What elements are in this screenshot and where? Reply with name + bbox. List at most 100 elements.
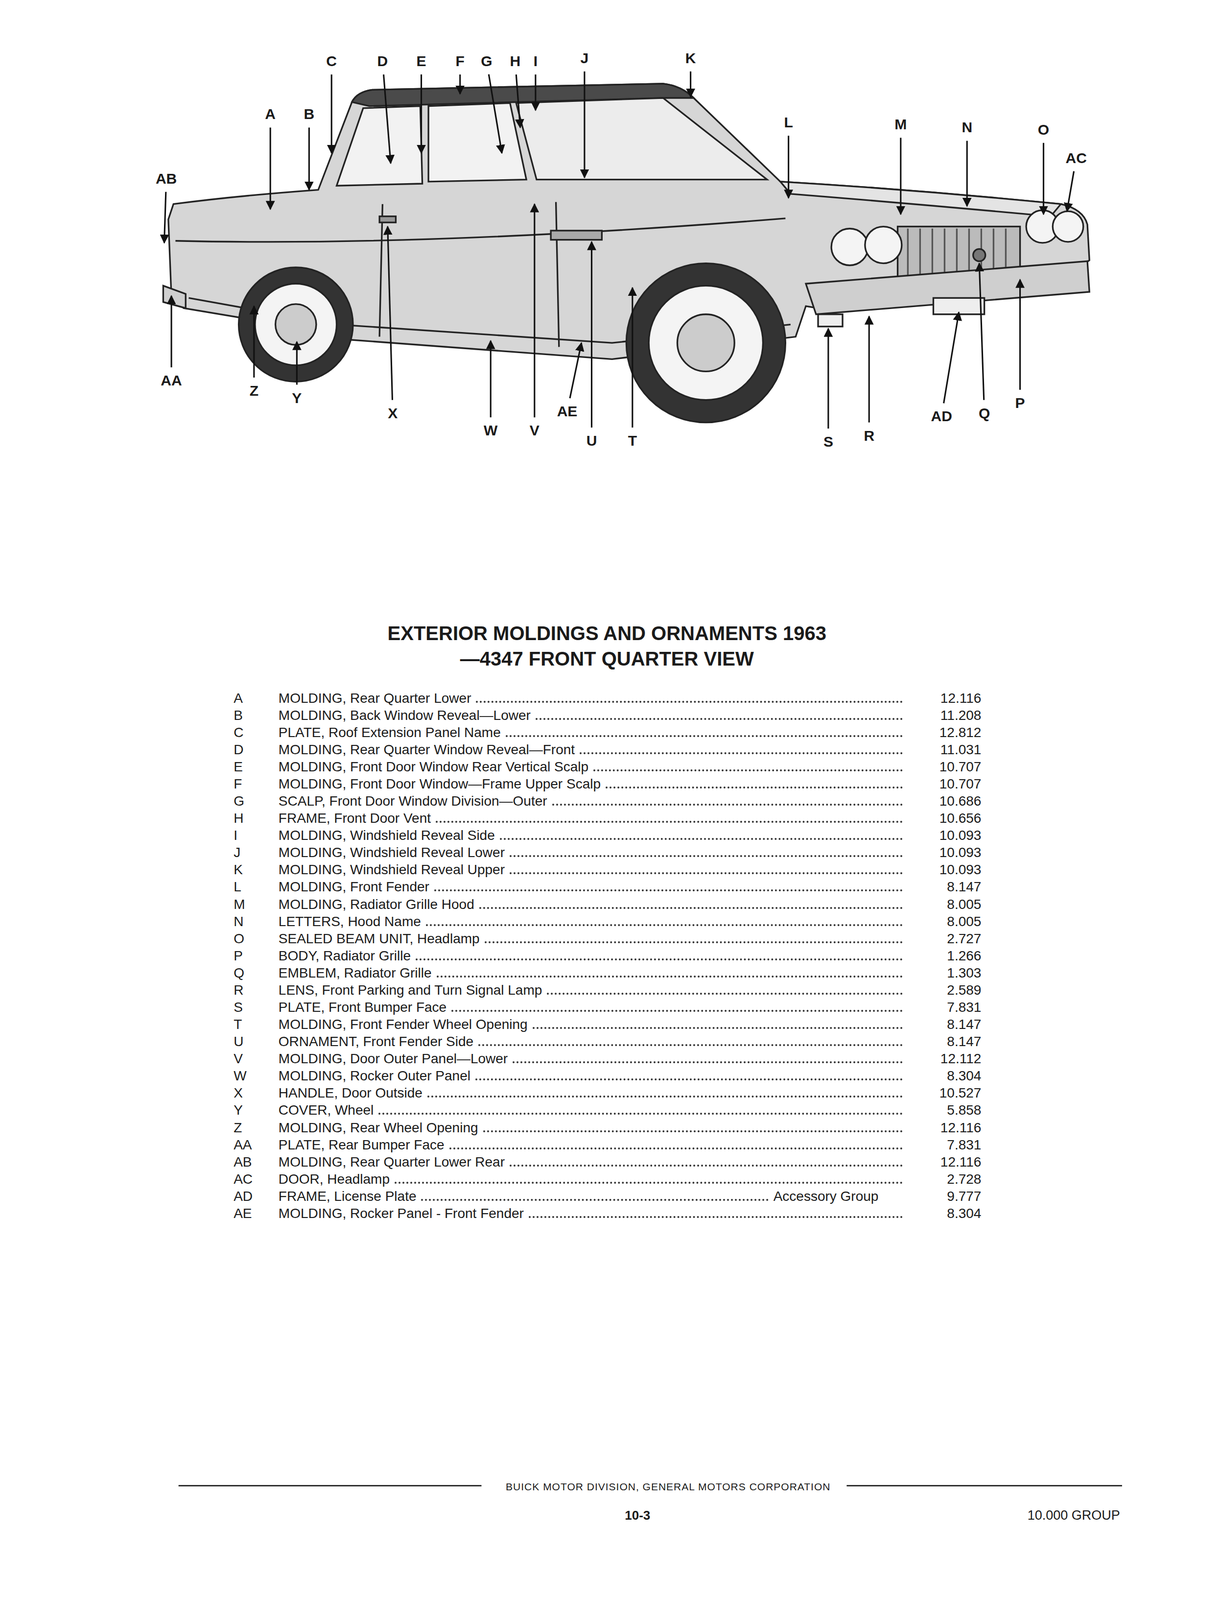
- rear-hubcap: [275, 304, 317, 345]
- dot-leader: [479, 906, 904, 909]
- part-description: MOLDING, Rear Quarter Lower Rear: [278, 1152, 505, 1171]
- callout-letter: O: [1037, 121, 1050, 138]
- dot-leader: [509, 1164, 903, 1167]
- callout-letter: AC: [1065, 150, 1087, 166]
- group-number: 7.831: [907, 1135, 982, 1153]
- dot-leader: [434, 889, 904, 892]
- dot-leader: [535, 717, 904, 720]
- group-number: 2.728: [907, 1170, 982, 1188]
- dot-leader: [509, 854, 903, 857]
- callout-letter: S: [823, 433, 834, 450]
- leader-arrow: [533, 204, 536, 418]
- item-letter: Z: [233, 1118, 242, 1136]
- rear-quarter-window: [336, 106, 423, 187]
- group-number: 9.777: [907, 1187, 982, 1205]
- leader-arrow: [689, 71, 692, 97]
- item-letter: I: [233, 826, 238, 844]
- table-row: PLATE, Front Bumper Face 7.831: [278, 998, 982, 1016]
- group-number: 8.005: [907, 912, 982, 930]
- group-number: 11.031: [907, 740, 982, 758]
- item-letter: AA: [233, 1135, 252, 1153]
- callout-letter: U: [586, 432, 598, 449]
- table-row: LETTERS, Hood Name8.005: [278, 912, 982, 930]
- dot-leader: [605, 786, 903, 789]
- table-row: MOLDING, Windshield Reveal Upper10.093: [278, 860, 982, 878]
- leader-arrow: [269, 127, 272, 210]
- part-description: MOLDING, Windshield Reveal Lower: [278, 843, 505, 861]
- leader-arrow: [868, 316, 870, 423]
- headlamp: [865, 226, 902, 264]
- part-description: PLATE, Front Bumper Face: [278, 998, 447, 1016]
- item-letter: V: [233, 1049, 243, 1067]
- part-description: MOLDING, Front Door Window—Frame Upper S…: [278, 774, 601, 793]
- callout-letter: AB: [155, 170, 177, 187]
- license-frame: [933, 297, 985, 314]
- dot-leader: [546, 992, 903, 995]
- leader-arrow: [170, 295, 173, 368]
- leader-arrow: [516, 74, 520, 128]
- table-row: SCALP, Front Door Window Division—Outer1…: [278, 792, 982, 810]
- part-description: SEALED BEAM UNIT, Headlamp: [278, 929, 480, 947]
- group-number: 8.304: [907, 1204, 982, 1222]
- leader-arrow: [979, 263, 984, 400]
- hood: [780, 181, 1061, 217]
- part-description: DOOR, Headlamp: [278, 1170, 390, 1188]
- item-letter: AE: [233, 1204, 252, 1222]
- leader-arrow: [387, 226, 393, 400]
- rear-tire: [238, 267, 353, 382]
- table-row: MOLDING, Windshield Reveal Lower10.093: [278, 843, 982, 861]
- body-outline: [168, 83, 1090, 360]
- table-row: MOLDING, Front Fender8.147: [278, 877, 982, 895]
- leader-arrow: [308, 127, 310, 190]
- footer-text: BUICK MOTOR DIVISION, GENERAL MOTORS COR…: [505, 1480, 831, 1493]
- callout-letter: B: [303, 106, 315, 122]
- item-letter: Y: [233, 1101, 243, 1119]
- item-letter: B: [233, 706, 243, 724]
- callout-letter: Z: [249, 382, 259, 399]
- dot-leader: [475, 1078, 903, 1080]
- item-letter: L: [233, 877, 242, 895]
- table-row: LENS, Front Parking and Turn Signal Lamp…: [278, 981, 982, 999]
- dot-leader: [552, 803, 904, 806]
- callout-letter: E: [416, 53, 427, 70]
- callout-letter: V: [529, 422, 540, 439]
- part-description: EMBLEM, Radiator Grille: [278, 963, 432, 982]
- group-number: 2.589: [907, 981, 982, 999]
- car-body: [163, 83, 1090, 423]
- group-number: 1.266: [907, 946, 982, 964]
- leader-arrow: [827, 328, 829, 429]
- group-number: 7.831: [907, 998, 982, 1016]
- callout-letter: K: [685, 50, 697, 67]
- door-handle: [379, 216, 396, 223]
- door-window: [428, 102, 527, 182]
- page-number: 10-3: [624, 1507, 651, 1523]
- group-number: 12.812: [907, 723, 982, 741]
- leader-arrow: [569, 342, 582, 399]
- leader-arrow: [1066, 171, 1074, 212]
- dot-leader: [451, 1009, 903, 1012]
- dot-leader: [499, 837, 904, 840]
- table-row: PLATE, Rear Bumper Face7.831: [278, 1135, 982, 1153]
- group-number: 10.707: [907, 757, 982, 775]
- item-letter: W: [233, 1066, 247, 1084]
- leader-arrow: [330, 74, 333, 153]
- dot-leader: [435, 820, 903, 823]
- group-number: 10.656: [907, 809, 982, 827]
- leader-arrow: [253, 305, 255, 378]
- table-row: MOLDING, Back Window Reveal—Lower11.208: [278, 706, 982, 724]
- table-row: MOLDING, Rear Quarter Lower12.116: [278, 689, 982, 707]
- item-letter: F: [233, 774, 242, 793]
- group-number: 8.005: [907, 895, 982, 913]
- group-number: 1.303: [907, 963, 982, 982]
- table-row: FRAME, Front Door Vent10.656: [278, 809, 982, 827]
- item-letter: Q: [233, 963, 245, 982]
- leader-arrow: [943, 312, 960, 404]
- group-number: 12.112: [907, 1049, 982, 1067]
- callout-letter: AE: [557, 403, 578, 420]
- part-description: MOLDING, Radiator Grille Hood: [278, 895, 475, 913]
- item-letter: N: [233, 912, 244, 930]
- dot-leader: [509, 871, 903, 874]
- group-number: 10.707: [907, 774, 982, 793]
- callout-letter: R: [863, 427, 875, 444]
